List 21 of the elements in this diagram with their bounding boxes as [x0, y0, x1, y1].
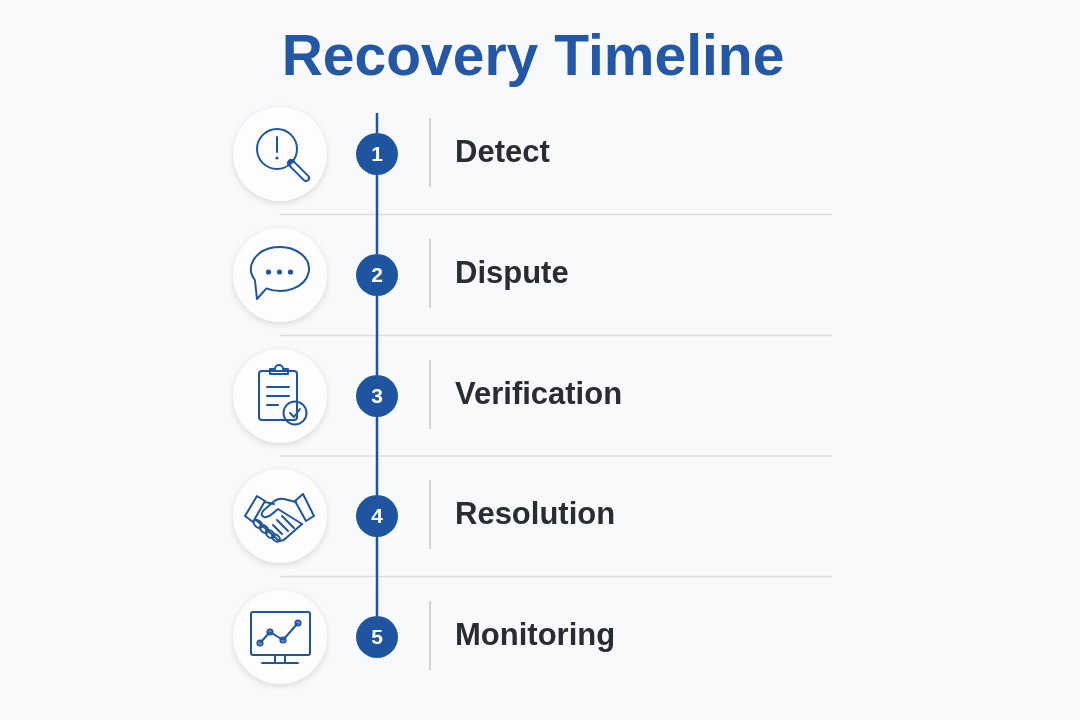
- step-number: 1: [371, 142, 383, 166]
- step-number: 2: [371, 263, 383, 287]
- timeline-line: [375, 175, 379, 254]
- step-number: 5: [371, 625, 383, 649]
- timeline-line: [375, 417, 379, 495]
- step-label: Verification: [455, 375, 623, 413]
- timeline-line: [375, 296, 379, 375]
- step-number: 4: [371, 504, 383, 528]
- step-number-circle: [356, 133, 398, 175]
- step-number-circle: [356, 254, 398, 296]
- timeline-line: [375, 113, 379, 133]
- step-label: Detect: [455, 133, 550, 171]
- timeline-line: [375, 537, 379, 616]
- step-number: 3: [371, 384, 383, 408]
- step-label: Monitoring: [455, 616, 616, 654]
- step-number-circle: [356, 495, 398, 537]
- step-label: Resolution: [455, 495, 616, 533]
- step-number-circle: [356, 375, 398, 417]
- step-label: Dispute: [455, 254, 569, 292]
- title: Recovery Timeline: [281, 22, 785, 88]
- step-number-circle: [356, 616, 398, 658]
